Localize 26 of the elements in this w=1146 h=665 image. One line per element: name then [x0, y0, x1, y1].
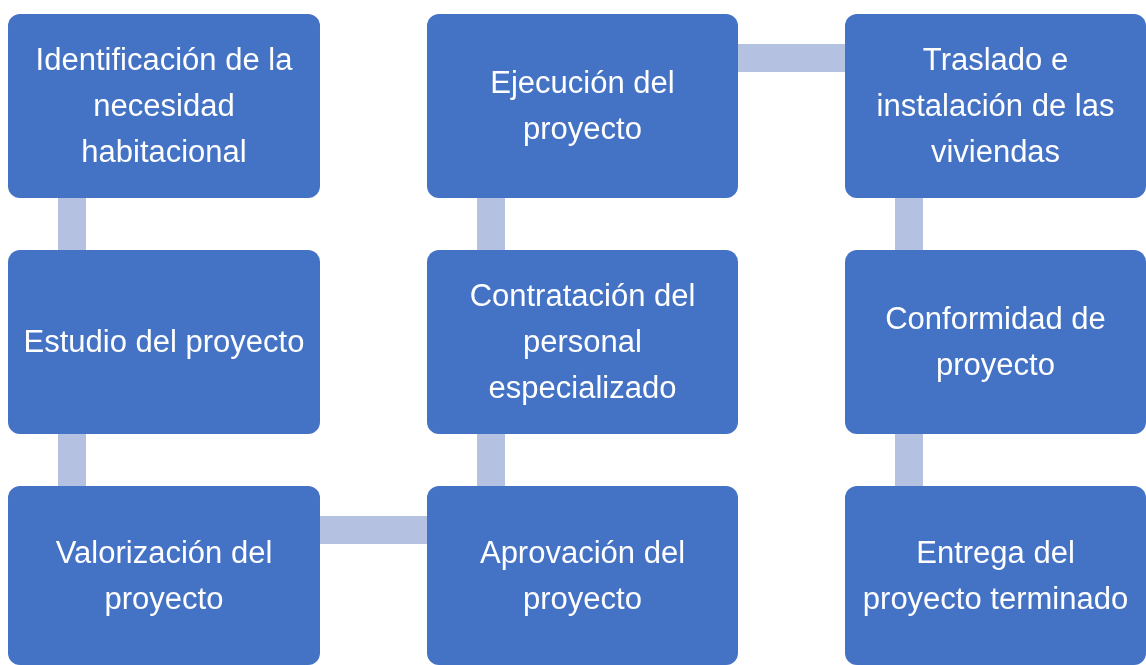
connector-bar [477, 434, 505, 486]
step-text: Contratación del personal especializado [468, 277, 697, 407]
connector-bar [738, 44, 845, 72]
process-box [845, 250, 1146, 434]
step-text: Ejecución del proyecto [489, 64, 676, 148]
process-box [427, 14, 738, 198]
connector-bar [58, 434, 86, 486]
connector-bar [320, 516, 427, 544]
step-text: Traslado e instalación de las viviendas [875, 41, 1116, 171]
connector-bar [477, 198, 505, 250]
step-text: Entrega del proyecto terminado [861, 533, 1130, 618]
process-box [845, 486, 1146, 665]
process-box [8, 14, 320, 198]
step-text: Valorización del proyecto [54, 533, 274, 618]
connector-bar [895, 434, 923, 486]
process-box [427, 486, 738, 665]
step-text: Conformidad de proyecto [884, 300, 1107, 384]
process-box [8, 250, 320, 434]
connector-bar [58, 198, 86, 250]
step-text: Estudio del proyecto [23, 323, 305, 361]
connector-bar [895, 198, 923, 250]
process-box [845, 14, 1146, 198]
process-box [8, 486, 320, 665]
step-text: Aprovación del proyecto [478, 533, 687, 618]
process-box [427, 250, 738, 434]
step-text: Identificación de la necesidad habitacional [34, 41, 294, 171]
